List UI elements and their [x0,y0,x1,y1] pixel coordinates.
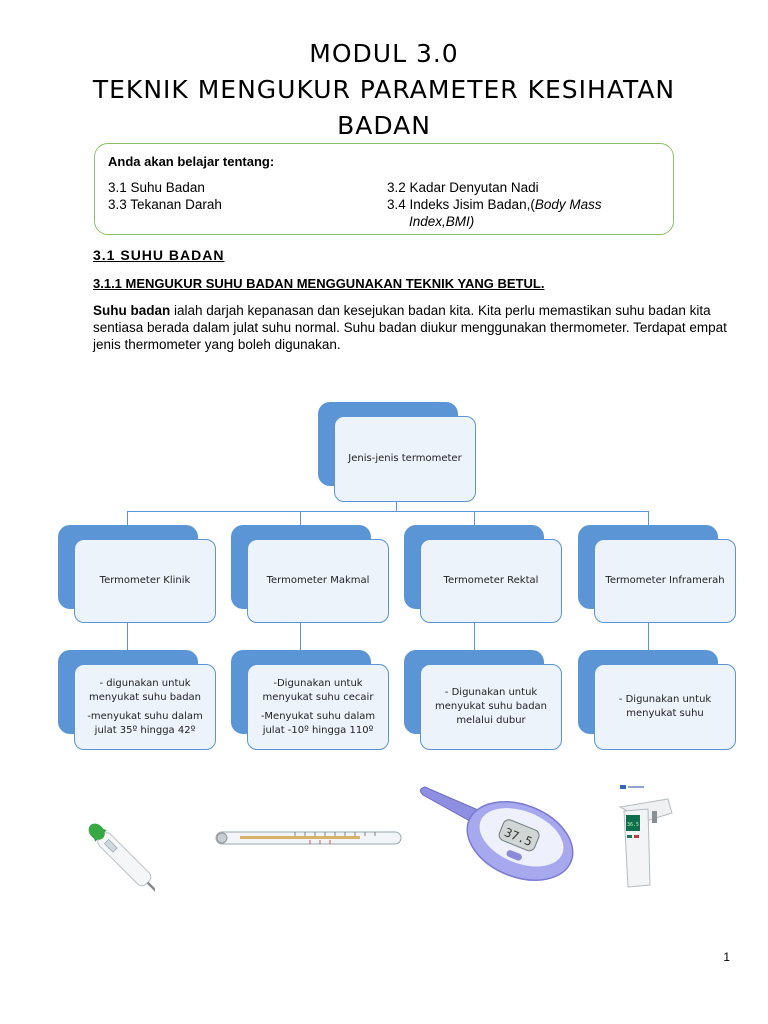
objective-item-1: 3.1 Suhu Badan [108,180,205,195]
connector-horizontal [127,511,649,513]
connector-root [396,500,398,512]
connector-6 [300,622,302,650]
desc-makmal-range: -Menyukat suhu dalam julat -10º hingga 1… [260,710,376,736]
node-termometer-inframerah: Termometer Inframerah [578,525,736,623]
connector-1 [127,511,129,525]
section-heading: 3.1 SUHU BADAN [93,247,225,263]
connector-2 [300,511,302,525]
objective-item-4: 3.4 Indeks Jisim Badan,(Body Mass Index,… [387,196,602,230]
desc-klinik-range: -menyukat suhu dalam julat 35º hingga 42… [87,710,203,736]
desc-box-makmal: -Digunakan untuk menyukat suhu cecair -M… [247,664,389,750]
page-title: TEKNIK MENGUKUR PARAMETER KESIHATAN [92,75,676,104]
diagram-root-node: Jenis-jenis termometer [318,402,476,502]
infrared-thermometer-image: 36.5 [618,783,673,888]
connector-8 [648,622,650,650]
desc-node-rektal: - Digunakan untuk menyukat suhu badan me… [404,650,562,750]
rectal-thermometer-image: 37.5 [419,786,574,881]
desc-node-inframerah: - Digunakan untuk menyukat suhu [578,650,736,750]
node-termometer-makmal: Termometer Makmal [231,525,389,623]
objective-item-4-text: 3.4 Indeks Jisim Badan,( [387,197,535,212]
page-title-line2: BADAN [337,111,431,140]
page-number: 1 [723,950,730,964]
intro-paragraph: Suhu badan ialah darjah kepanasan dan ke… [93,302,733,353]
laboratory-thermometer-image [215,831,402,845]
desc-makmal-use: -Digunakan untuk menyukat suhu cecair [262,677,374,703]
subsection-heading: 3.1.1 MENGUKUR SUHU BADAN MENGGUNAKAN TE… [93,276,545,291]
module-number: MODUL 3.0 [309,39,459,68]
node-termometer-klinik: Termometer Klinik [58,525,216,623]
desc-inframerah-use: - Digunakan untuk menyukat suhu [594,664,736,750]
objective-item-4-italic: Body Mass [534,197,602,212]
desc-rektal-use: - Digunakan untuk menyukat suhu badan me… [420,664,562,750]
ir-display-value: 36.5 [627,822,639,828]
clinical-thermometer-image [88,823,155,894]
type-label-makmal: Termometer Makmal [247,539,389,623]
node-termometer-rektal: Termometer Rektal [404,525,562,623]
desc-klinik-use: - digunakan untuk menyukat suhu badan [88,677,202,703]
objective-item-3: 3.3 Tekanan Darah [108,197,222,212]
type-label-inframerah: Termometer Inframerah [594,539,736,623]
connector-3 [474,511,476,525]
connector-4 [648,511,650,525]
paragraph-text: ialah darjah kepanasan dan kesejukan bad… [93,303,727,352]
desc-node-makmal: -Digunakan untuk menyukat suhu cecair -M… [231,650,389,750]
objective-item-2: 3.2 Kadar Denyutan Nadi [387,180,539,195]
diagram-root-label: Jenis-jenis termometer [334,416,476,502]
type-label-klinik: Termometer Klinik [74,539,216,623]
desc-node-klinik: - digunakan untuk menyukat suhu badan -m… [58,650,216,750]
objectives-box: Anda akan belajar tentang: 3.1 Suhu Bada… [94,143,674,235]
connector-5 [127,622,129,650]
desc-box-klinik: - digunakan untuk menyukat suhu badan -m… [74,664,216,750]
type-label-rektal: Termometer Rektal [420,539,562,623]
objective-item-4-italic-cont: Index,BMI) [409,214,475,229]
term-bold: Suhu badan [93,303,171,318]
connector-7 [474,622,476,650]
objectives-heading: Anda akan belajar tentang: [108,154,275,169]
